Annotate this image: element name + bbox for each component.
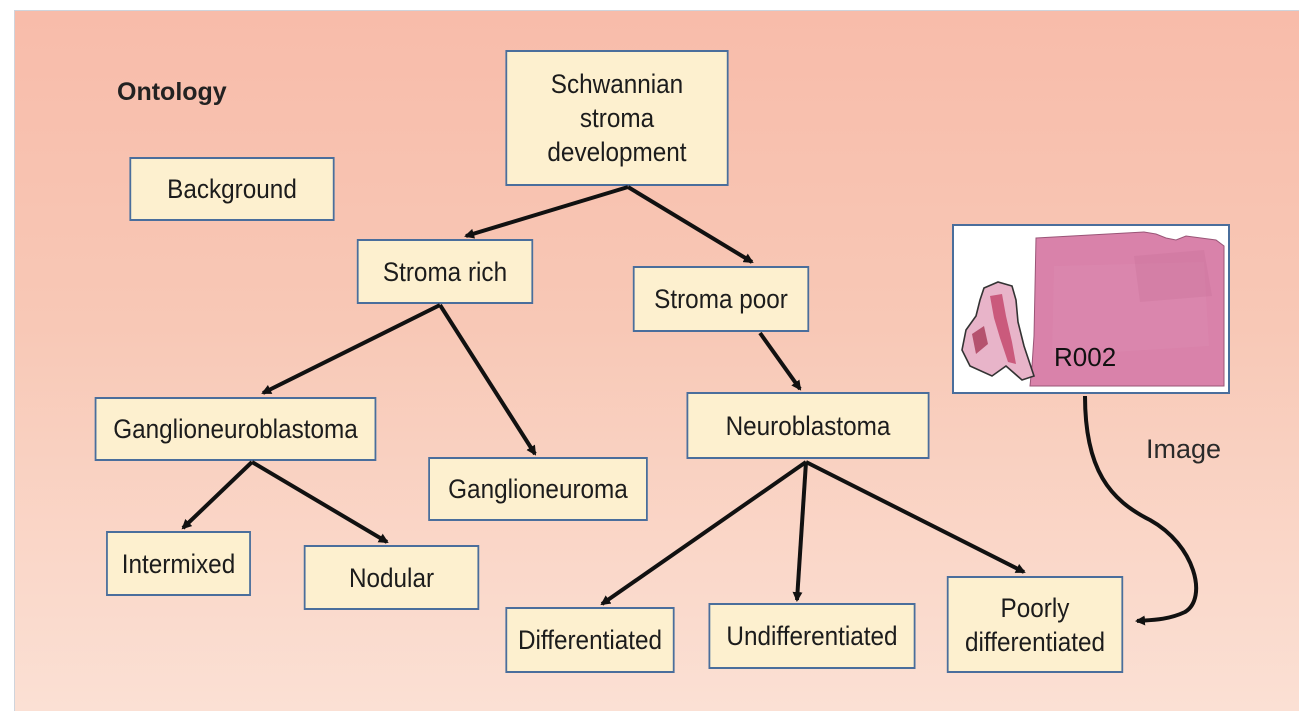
arrow-image-to-poorly-differentiated — [1085, 396, 1196, 621]
arrow-stroma-rich-to-ganglioneuroblastoma — [263, 305, 440, 393]
arrow-stroma-rich-to-ganglioneuroma — [440, 305, 535, 454]
arrow-neuroblastoma-to-undifferentiated — [797, 462, 806, 600]
arrow-stroma-poor-to-neuroblastoma — [760, 333, 800, 389]
arrow-neuroblastoma-to-poorly-differentiated — [806, 462, 1024, 572]
arrow-schwannian-to-stroma-poor — [628, 187, 752, 262]
arrow-ganglioneuroblastoma-to-intermixed — [183, 462, 252, 528]
arrow-schwannian-to-stroma-rich — [466, 187, 628, 236]
arrow-ganglioneuroblastoma-to-nodular — [252, 462, 387, 542]
arrow-neuroblastoma-to-differentiated — [602, 462, 806, 604]
